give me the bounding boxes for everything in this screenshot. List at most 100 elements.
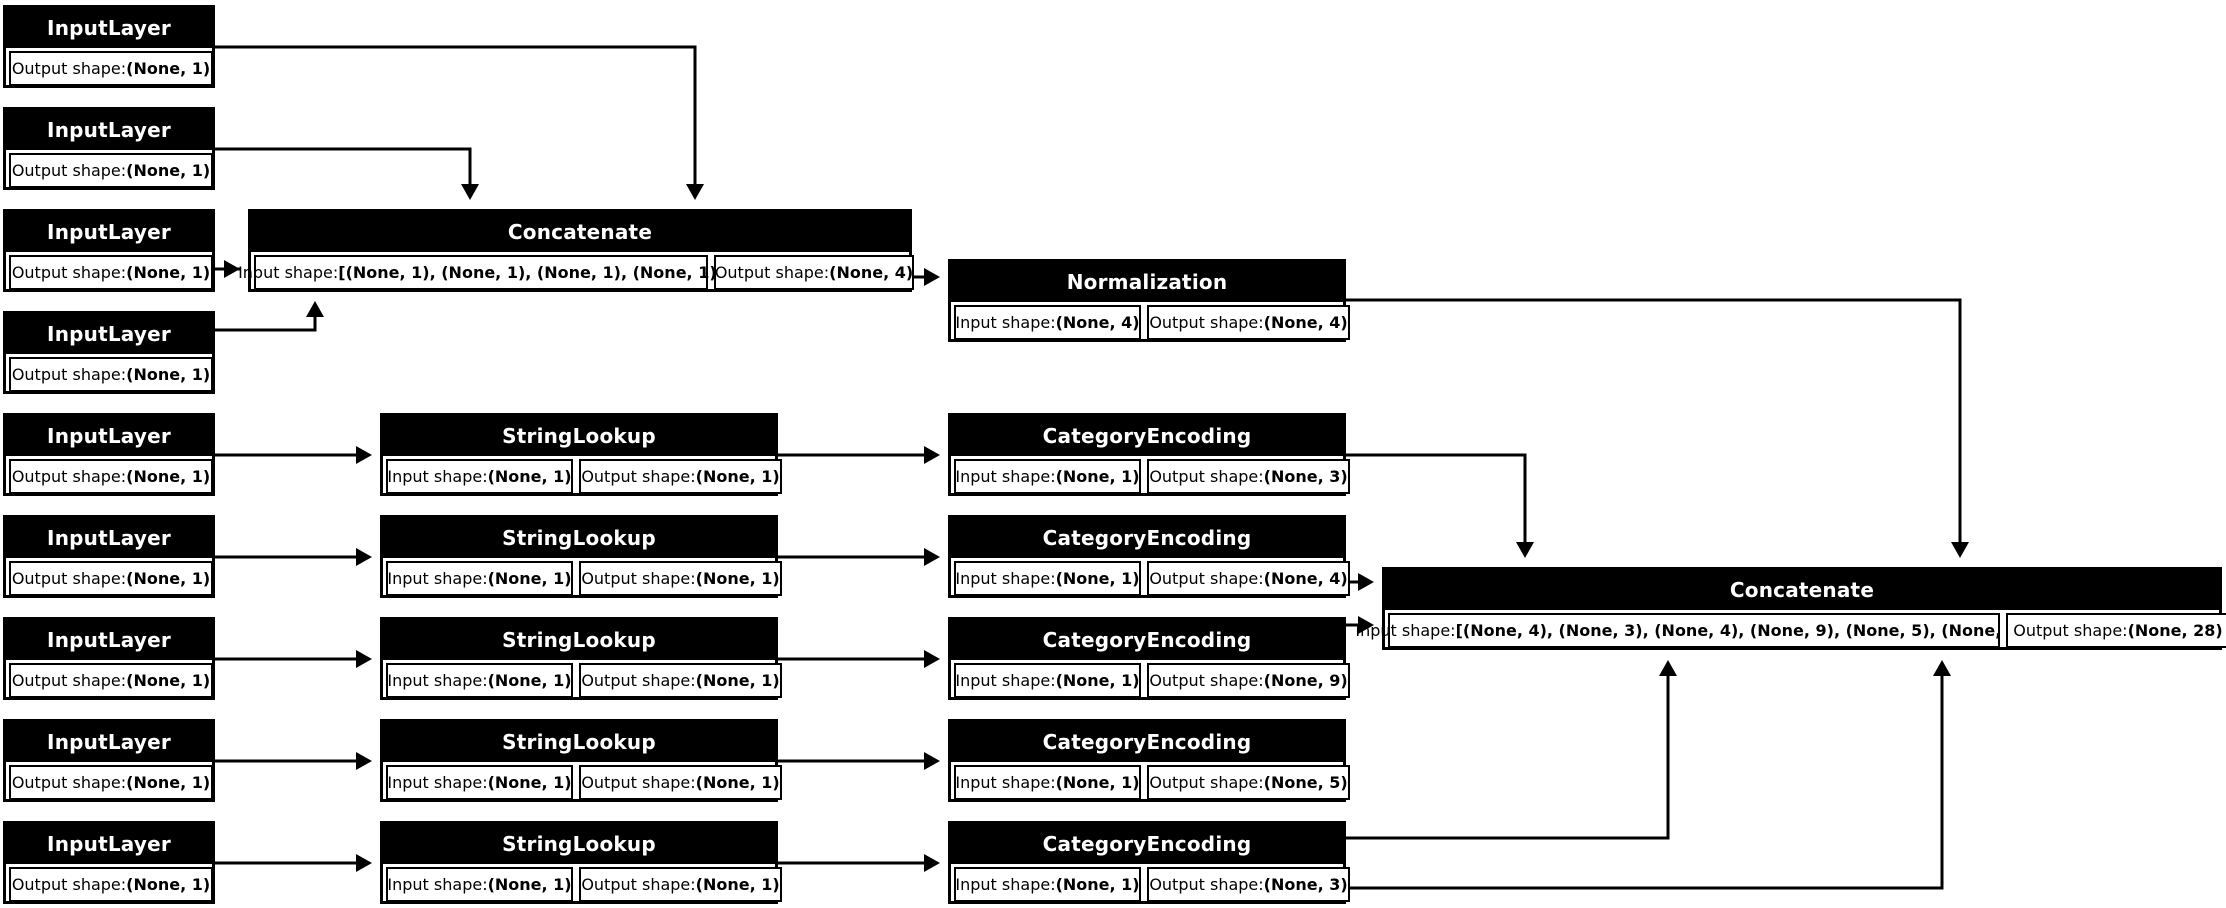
output-shape-label-in7: Output shape: <box>11 671 127 690</box>
input-shape-label-norm: Input shape: <box>955 313 1056 332</box>
input-shape-label-sl5: Input shape: <box>387 875 488 894</box>
output-shape-value-ce2: (None, 4) <box>1263 569 1348 588</box>
output-shape-in6: Output shape: (None, 1) <box>9 561 213 596</box>
output-shape-sl2: Output shape: (None, 1) <box>579 561 782 596</box>
node-shapes-norm: Input shape: (None, 4)Output shape: (Non… <box>951 302 1350 340</box>
input-shape-value-ce1: (None, 1) <box>1055 467 1140 486</box>
node-shapes-sl3: Input shape: (None, 1)Output shape: (Non… <box>383 660 782 698</box>
node-shapes-ce1: Input shape: (None, 1)Output shape: (Non… <box>951 456 1350 494</box>
output-shape-value-sl3: (None, 1) <box>695 671 780 690</box>
output-shape-in2: Output shape: (None, 1) <box>9 153 213 188</box>
edge-e-in5-sl1 <box>215 446 372 464</box>
output-shape-ce4: Output shape: (None, 5) <box>1147 765 1350 800</box>
edge-e-in6-sl2 <box>215 548 372 566</box>
output-shape-ce2: Output shape: (None, 4) <box>1147 561 1350 596</box>
edge-e-concatnum-norm <box>912 268 940 286</box>
output-shape-sl5: Output shape: (None, 1) <box>579 867 782 902</box>
edge-e-sl4-ce4 <box>778 752 940 770</box>
input-shape-value-sl1: (None, 1) <box>487 467 572 486</box>
output-shape-label-ce1: Output shape: <box>1149 467 1264 486</box>
output-shape-label-sl2: Output shape: <box>581 569 696 588</box>
edge-e-in8-sl4 <box>215 752 372 770</box>
node-shapes-sl5: Input shape: (None, 1)Output shape: (Non… <box>383 864 782 902</box>
output-shape-ce3: Output shape: (None, 9) <box>1147 663 1350 698</box>
node-title-concat_all: Concatenate <box>1385 570 2219 610</box>
edge-e-in4-concatnum <box>215 301 324 332</box>
node-title-in1: InputLayer <box>6 8 212 48</box>
input-shape-label-ce5: Input shape: <box>955 875 1056 894</box>
input-shape-value-ce3: (None, 1) <box>1055 671 1140 690</box>
node-shapes-in2: Output shape: (None, 1) <box>6 150 213 188</box>
node-title-ce5: CategoryEncoding <box>951 824 1343 864</box>
output-shape-label-sl1: Output shape: <box>581 467 696 486</box>
node-title-sl4: StringLookup <box>383 722 775 762</box>
node-shapes-in1: Output shape: (None, 1) <box>6 48 213 86</box>
node-title-ce3: CategoryEncoding <box>951 620 1343 660</box>
output-shape-label-in8: Output shape: <box>11 773 127 792</box>
output-shape-in1: Output shape: (None, 1) <box>9 51 213 86</box>
input-shape-concat_num: Input shape: [(None, 1), (None, 1), (Non… <box>238 255 724 290</box>
output-shape-label-in3: Output shape: <box>11 263 127 282</box>
output-shape-value-ce1: (None, 3) <box>1263 467 1348 486</box>
output-shape-value-norm: (None, 4) <box>1263 313 1348 332</box>
output-shape-in5: Output shape: (None, 1) <box>9 459 213 494</box>
output-shape-value-in4: (None, 1) <box>126 365 211 384</box>
output-shape-value-sl1: (None, 1) <box>695 467 780 486</box>
node-shapes-in4: Output shape: (None, 1) <box>6 354 213 392</box>
node-shapes-ce4: Input shape: (None, 1)Output shape: (Non… <box>951 762 1350 800</box>
output-shape-label-in1: Output shape: <box>11 59 127 78</box>
node-title-norm: Normalization <box>951 262 1343 302</box>
node-title-ce4: CategoryEncoding <box>951 722 1343 762</box>
input-shape-sl3: Input shape: (None, 1) <box>386 663 573 698</box>
input-shape-value-norm: (None, 4) <box>1055 313 1140 332</box>
output-shape-value-in3: (None, 1) <box>126 263 211 282</box>
input-shape-ce2: Input shape: (None, 1) <box>954 561 1141 596</box>
output-shape-label-ce3: Output shape: <box>1149 671 1264 690</box>
input-shape-label-concat_all: Input shape: <box>1355 621 1456 640</box>
input-shape-ce5: Input shape: (None, 1) <box>954 867 1141 902</box>
output-shape-value-in7: (None, 1) <box>126 671 211 690</box>
output-shape-in8: Output shape: (None, 1) <box>9 765 213 800</box>
edge-e-in9-sl5 <box>215 854 372 872</box>
input-shape-value-sl5: (None, 1) <box>487 875 572 894</box>
input-shape-ce4: Input shape: (None, 1) <box>954 765 1141 800</box>
input-shape-sl4: Input shape: (None, 1) <box>386 765 573 800</box>
node-title-in6: InputLayer <box>6 518 212 558</box>
edge-e-in2-concatnum <box>215 147 479 200</box>
input-shape-value-concat_all: [(None, 4), (None, 3), (None, 4), (None,… <box>1455 621 2033 640</box>
output-shape-ce1: Output shape: (None, 3) <box>1147 459 1350 494</box>
output-shape-value-in9: (None, 1) <box>126 875 211 894</box>
node-title-sl5: StringLookup <box>383 824 775 864</box>
output-shape-value-sl5: (None, 1) <box>695 875 780 894</box>
output-shape-value-in6: (None, 1) <box>126 569 211 588</box>
output-shape-value-sl4: (None, 1) <box>695 773 780 792</box>
edge-e-sl3-ce3 <box>778 650 940 668</box>
node-title-sl1: StringLookup <box>383 416 775 456</box>
node-title-in3: InputLayer <box>6 212 212 252</box>
output-shape-label-in2: Output shape: <box>11 161 127 180</box>
edge-e-ce1-concatall <box>1346 453 1534 558</box>
output-shape-value-in5: (None, 1) <box>126 467 211 486</box>
output-shape-value-concat_num: (None, 4) <box>829 263 914 282</box>
input-shape-label-ce4: Input shape: <box>955 773 1056 792</box>
input-shape-label-ce3: Input shape: <box>955 671 1056 690</box>
node-shapes-ce2: Input shape: (None, 1)Output shape: (Non… <box>951 558 1350 596</box>
input-shape-ce1: Input shape: (None, 1) <box>954 459 1141 494</box>
node-shapes-in8: Output shape: (None, 1) <box>6 762 213 800</box>
output-shape-value-concat_all: (None, 28) <box>2127 621 2223 640</box>
input-shape-label-concat_num: Input shape: <box>238 263 339 282</box>
input-shape-label-sl4: Input shape: <box>387 773 488 792</box>
node-shapes-in3: Output shape: (None, 1) <box>6 252 213 290</box>
output-shape-label-concat_all: Output shape: <box>2013 621 2128 640</box>
output-shape-concat_num: Output shape: (None, 4) <box>714 255 914 290</box>
node-title-sl2: StringLookup <box>383 518 775 558</box>
